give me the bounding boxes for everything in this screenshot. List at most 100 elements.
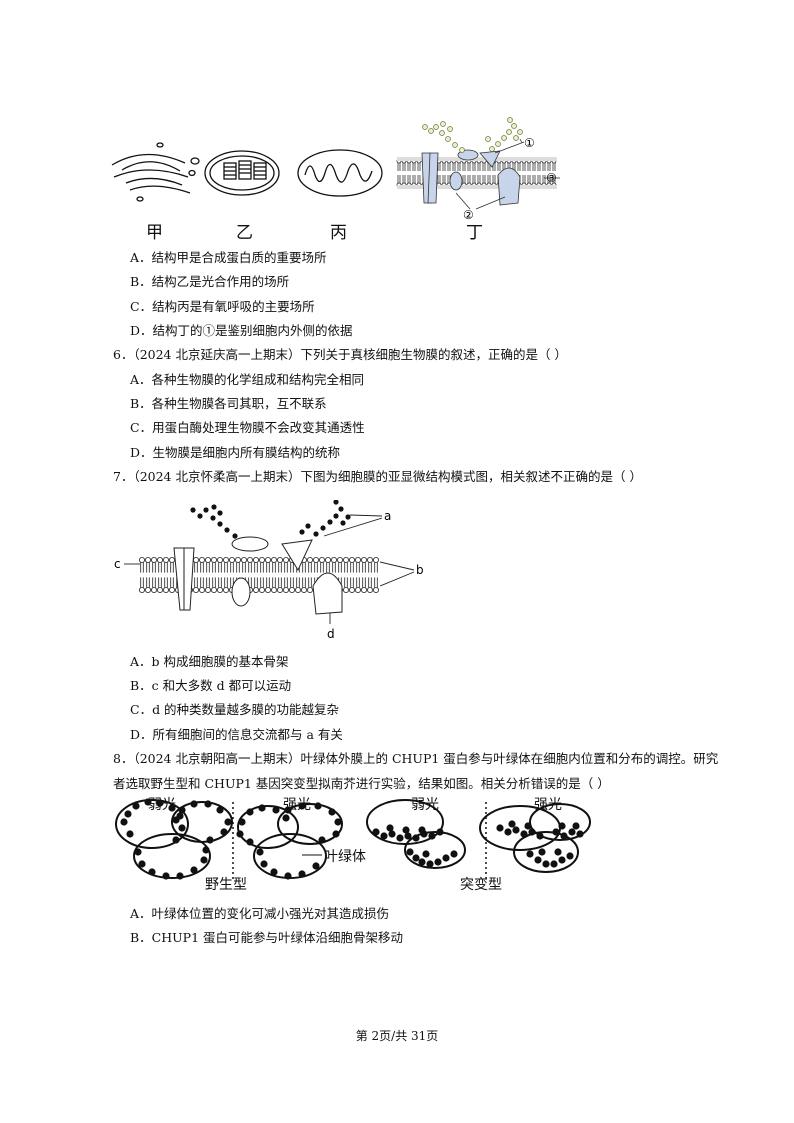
chloroplast-dot xyxy=(396,834,404,842)
q6-option-d: D．生物膜是细胞内所有膜结构的统称 xyxy=(130,445,341,460)
chloroplast-dot xyxy=(162,872,170,880)
lipid-head xyxy=(193,557,200,564)
chloroplast-dot xyxy=(134,848,142,856)
chloroplast-dot xyxy=(558,856,566,864)
chloroplast-dot xyxy=(434,858,442,866)
lipid-head xyxy=(199,557,206,564)
lipid-head xyxy=(270,557,277,564)
lipid-head xyxy=(217,557,224,564)
lipid-head xyxy=(276,587,283,594)
lipid-head xyxy=(223,557,230,564)
lipid-head xyxy=(360,557,367,564)
q6-stem: 6．（2024 北京延庆高一上期末）下列关于真核细胞生物膜的叙述，正确的是（ ） xyxy=(113,347,567,362)
lipid-head xyxy=(252,557,259,564)
lipid-head xyxy=(372,587,379,594)
lipid-head xyxy=(157,557,164,564)
chloroplast-dot xyxy=(428,832,436,840)
chloroplast-dot xyxy=(216,806,224,814)
chloroplast-dot xyxy=(190,866,198,874)
label-d: d xyxy=(327,627,335,641)
lipid-head xyxy=(246,557,253,564)
chloroplast-dot xyxy=(200,856,208,864)
lipid-head xyxy=(306,587,313,594)
chloroplast-dot xyxy=(328,808,336,816)
wild-type-label: 野生型 xyxy=(205,877,247,893)
lipid-head xyxy=(145,587,152,594)
chloroplast-dot xyxy=(224,818,232,826)
chloroplast-dot xyxy=(298,870,306,878)
organelle-figure: ① ③ ② xyxy=(111,117,560,222)
lipid-head xyxy=(366,587,373,594)
chloroplast-dot xyxy=(204,800,212,808)
lipid-head xyxy=(252,587,259,594)
q7-stem: 7．（2024 北京怀柔高一上期末）下图为细胞膜的亚显微结构模式图，相关叙述不正… xyxy=(113,469,642,484)
q8-stem-line2: 者选取野生型和 CHUP1 基因突变型拟南芥进行实验，结果如图。相关分析错误的是… xyxy=(113,776,610,791)
mitochondrion-drawing xyxy=(297,149,383,197)
chloroplast-dot xyxy=(576,830,584,838)
chloroplast-dot xyxy=(554,848,562,856)
lipid-head xyxy=(276,557,283,564)
q7-option-c: C．d 的种类数量越多膜的功能越复杂 xyxy=(130,702,340,717)
chloroplast-dot xyxy=(550,860,558,868)
cell-membrane-figure: a b c d xyxy=(114,500,424,641)
chloroplast-dot xyxy=(138,860,146,868)
chloroplast-dot xyxy=(520,830,528,838)
q8-stem-line1: 8．（2024 北京朝阳高一上期末）叶绿体外膜上的 CHUP1 蛋白参与叶绿体在… xyxy=(113,751,719,766)
label-jia: 甲 xyxy=(146,223,163,243)
chloroplast-dot xyxy=(272,806,280,814)
lipid-head xyxy=(163,557,170,564)
chloroplast-dot xyxy=(526,850,534,858)
chloroplast-dot xyxy=(560,832,568,840)
lipid-head xyxy=(145,557,152,564)
lipid-head xyxy=(264,557,271,564)
q6-option-a: A．各种生物膜的化学组成和结构完全相同 xyxy=(130,372,365,387)
q7-option-a: A．b 构成细胞膜的基本骨架 xyxy=(130,654,289,669)
lipid-head xyxy=(294,587,301,594)
membrane-drawing-small: ① ③ ② xyxy=(396,117,560,222)
marker-1: ① xyxy=(524,136,535,150)
lipid-head xyxy=(169,587,176,594)
marker-3: ③ xyxy=(546,171,557,185)
lipid-head xyxy=(151,587,158,594)
chloroplast-dot xyxy=(572,822,580,830)
chloroplast-dot xyxy=(388,830,396,838)
lipid-head xyxy=(211,557,218,564)
lipid-head xyxy=(205,557,212,564)
chloroplast-dot xyxy=(236,830,244,838)
chloroplast-dot xyxy=(126,830,134,838)
strong-light-label-mutant: 强光 xyxy=(534,797,562,813)
lipid-head xyxy=(336,557,343,564)
chloroplast-dot xyxy=(168,804,176,812)
lipid-head xyxy=(342,557,349,564)
chloroplast-dot xyxy=(270,868,278,876)
lipid-head xyxy=(258,587,265,594)
chloroplast-dot xyxy=(512,826,520,834)
chloroplast-dot xyxy=(418,826,426,834)
q5-option-c: C．结构丙是有氧呼吸的主要场所 xyxy=(130,299,315,314)
chloroplast-dot xyxy=(450,850,458,858)
chloroplast-dot xyxy=(442,854,450,862)
q6-option-c: C．用蛋白酶处理生物膜不会改变其通透性 xyxy=(130,420,365,435)
lipid-head xyxy=(240,557,247,564)
lipid-head xyxy=(354,557,361,564)
q7-option-d: D．所有细胞间的信息交流都与 a 有关 xyxy=(130,727,343,742)
chloroplast-dot xyxy=(558,822,566,830)
chloroplast-dot xyxy=(412,834,420,842)
lipid-head xyxy=(193,587,200,594)
chloroplast-dot xyxy=(372,828,380,836)
chloroplast-dot xyxy=(534,856,542,864)
chloroplast-dot xyxy=(386,824,394,832)
q8-option-b: B．CHUP1 蛋白可能参与叶绿体沿细胞骨架移动 xyxy=(130,930,404,945)
label-bing: 丙 xyxy=(330,223,347,243)
chloroplast-dot xyxy=(312,862,320,870)
chloroplast-dot xyxy=(496,824,504,832)
lipid-head xyxy=(324,557,331,564)
chloroplast-dot xyxy=(418,858,426,866)
chloroplast-dot xyxy=(568,828,576,836)
chloroplast-dot xyxy=(332,830,340,838)
chloroplast-dot xyxy=(190,800,198,808)
chloroplast-dot xyxy=(144,798,152,806)
chloroplast-drawing xyxy=(204,150,280,196)
chloroplast-dot xyxy=(282,814,290,822)
chloroplast-dot xyxy=(334,818,342,826)
